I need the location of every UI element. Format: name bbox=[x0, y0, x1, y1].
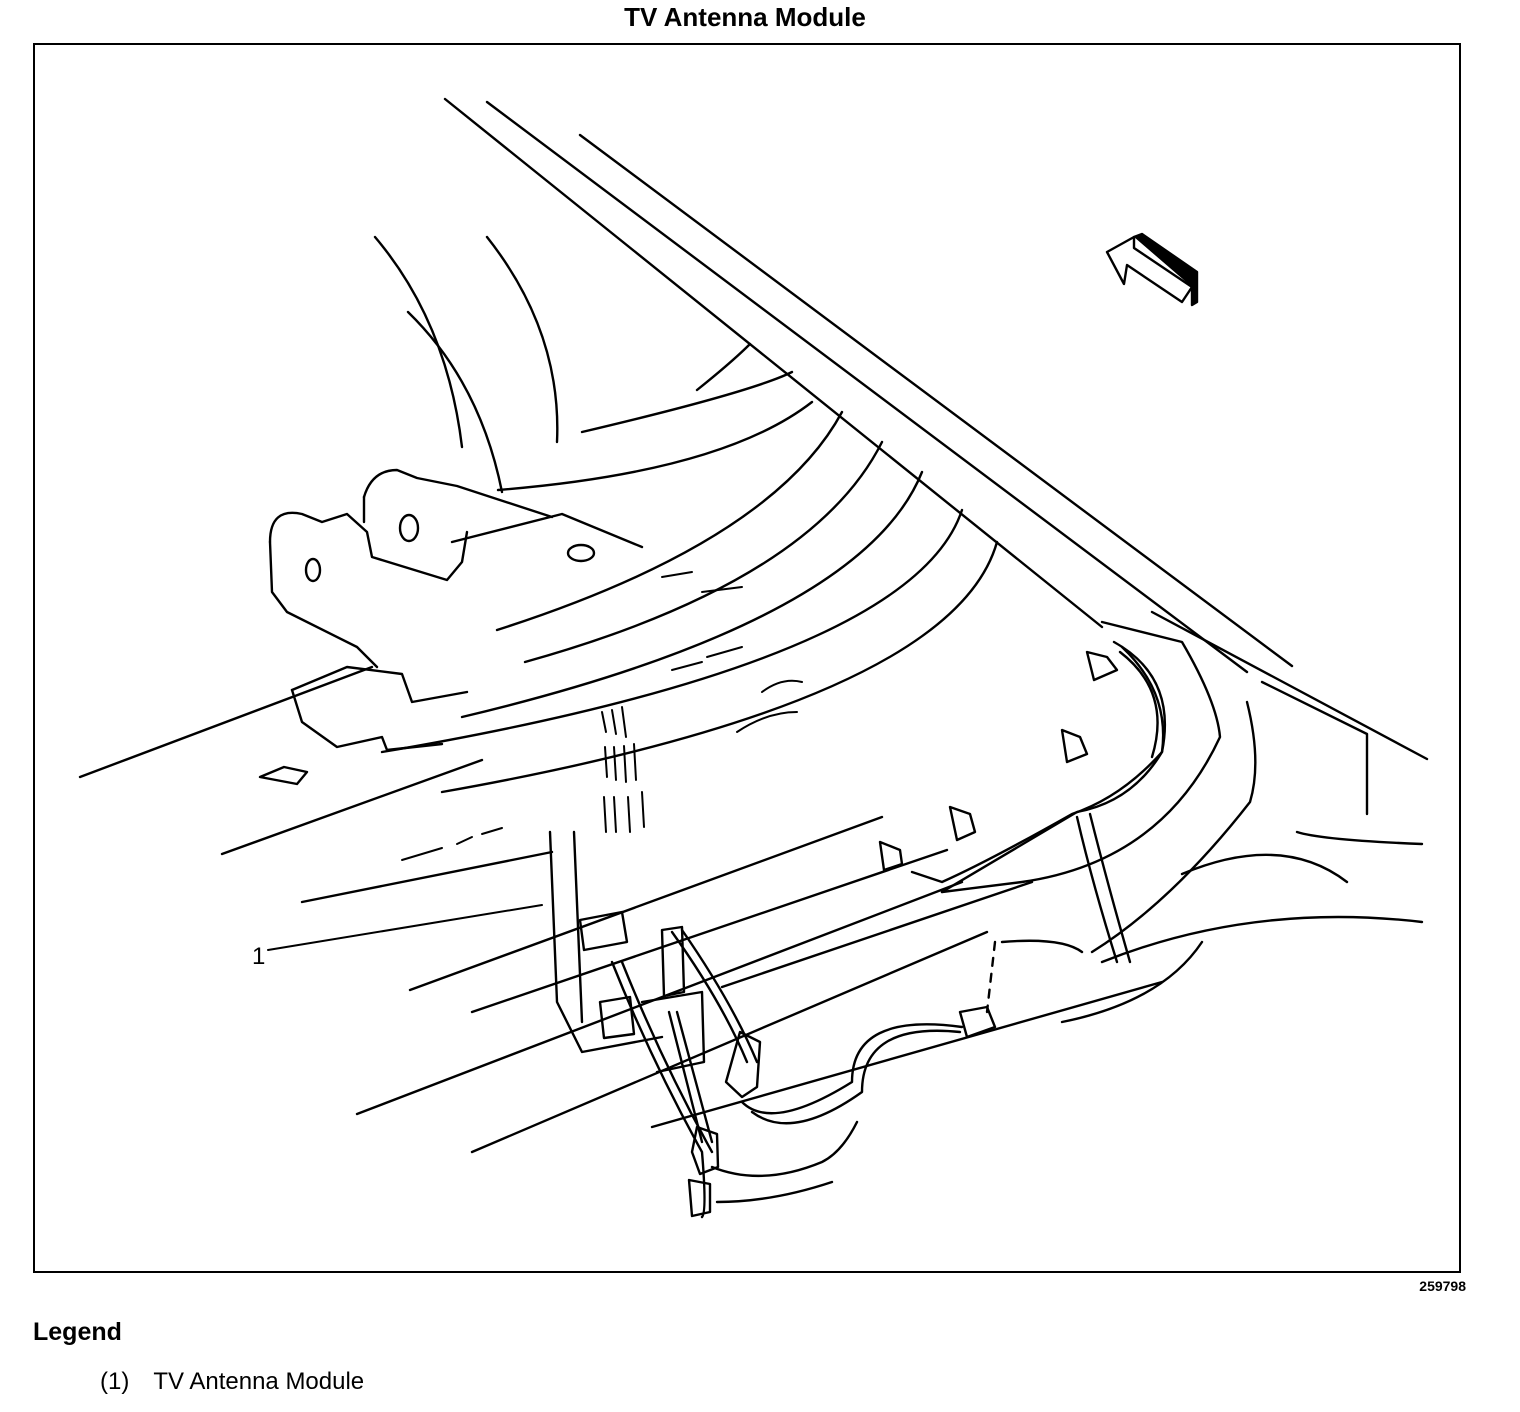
inner-panel-curves bbox=[373, 235, 559, 494]
diagram-frame: 1 bbox=[33, 43, 1461, 1273]
legend-heading: Legend bbox=[33, 1318, 122, 1346]
rear-window-edges bbox=[443, 97, 1429, 761]
direction-arrow-icon bbox=[1105, 232, 1199, 307]
figure-number: 259798 bbox=[1419, 1278, 1466, 1294]
shelf-arcs bbox=[380, 342, 999, 794]
mounting-brackets bbox=[268, 468, 644, 669]
antenna-module-illustration: 1 bbox=[78, 97, 1429, 1219]
callout-number: 1 bbox=[252, 943, 265, 970]
wiring-harness bbox=[610, 640, 1167, 1219]
page-title: TV Antenna Module bbox=[624, 2, 866, 32]
callout-leader bbox=[267, 904, 543, 951]
hatch-ribs bbox=[401, 571, 803, 861]
floor-panel bbox=[78, 665, 1164, 1154]
legend-item-label: TV Antenna Module bbox=[153, 1368, 365, 1395]
tv-antenna-module bbox=[548, 830, 706, 1074]
legend-item: (1) TV Antenna Module bbox=[100, 1368, 364, 1396]
quarter-panel bbox=[878, 620, 1424, 1039]
legend-list: (1) TV Antenna Module bbox=[100, 1368, 364, 1396]
legend-item-number: (1) bbox=[100, 1368, 130, 1395]
